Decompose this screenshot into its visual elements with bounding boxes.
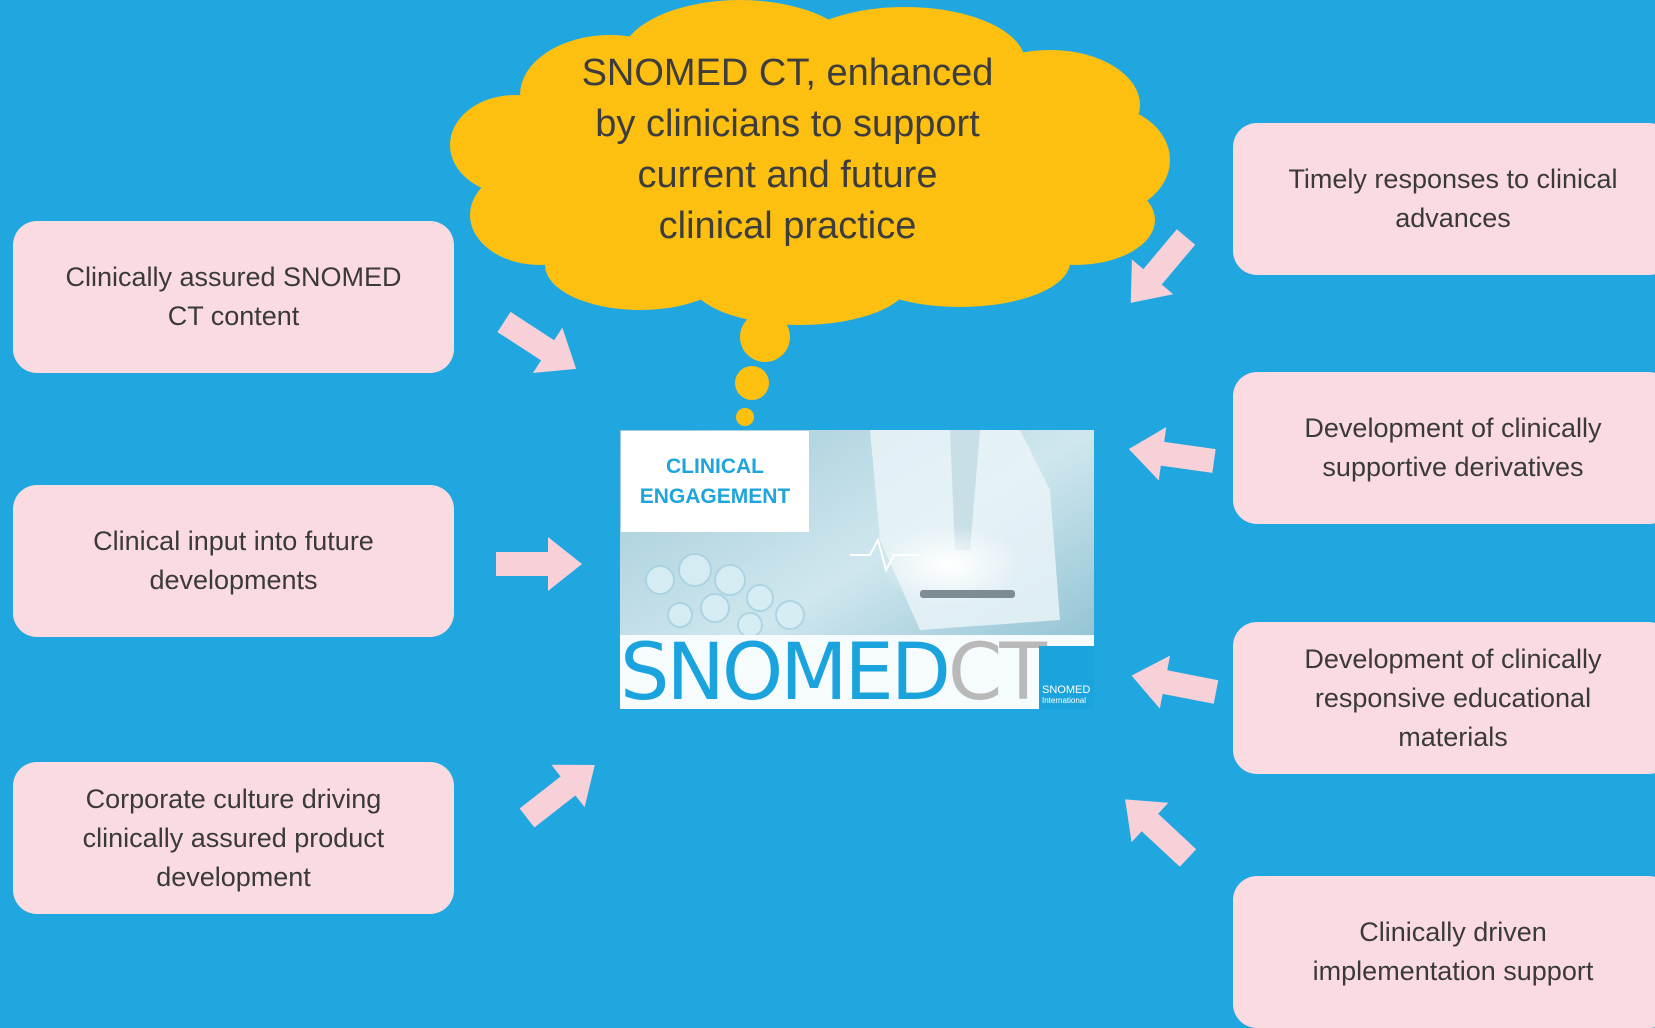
cloud-text-line: current and future (637, 154, 938, 196)
cloud-text-line: SNOMED CT, enhanced (581, 52, 994, 94)
badge-line: CLINICAL (666, 454, 764, 478)
box-text-line: supportive derivatives (1322, 452, 1584, 482)
box-text-line: Timely responses to clinical (1288, 164, 1618, 194)
box-text-line: Clinically driven (1359, 917, 1547, 947)
thought-bubble-large (740, 312, 790, 362)
box-supportive-derivatives: Development of clinically supportive der… (1233, 372, 1655, 524)
box-text-line: Development of clinically (1304, 643, 1602, 674)
box-text-line: CT content (167, 301, 300, 331)
wordmark-snomed: SNOMED (620, 628, 951, 718)
snomed-ct-wordmark: SNOMEDCT (620, 634, 1047, 712)
box-implementation-support: Clinically driven implementation support (1233, 876, 1655, 1028)
box-text-line: advances (1395, 203, 1511, 233)
cloud-text: SNOMED CT, enhanced by clinicians to sup… (530, 48, 1045, 252)
clinical-engagement-badge: CLINICAL ENGAGEMENT (621, 431, 809, 532)
wordmark-ct: CT (947, 628, 1047, 718)
box-text-line: Corporate culture driving (85, 783, 382, 814)
clinical-engagement-image (620, 430, 1094, 709)
logo-line: SNOMED (1042, 684, 1091, 696)
box-educational-materials: Development of clinically responsive edu… (1233, 622, 1655, 774)
box-text-line: developments (149, 565, 318, 595)
box-text-line: responsive educational (1314, 682, 1592, 713)
box-text-line: Clinically assured SNOMED (65, 262, 402, 292)
snomed-international-logo: SNOMED International (1039, 646, 1094, 709)
thought-bubble-small (736, 408, 754, 426)
cloud-text-line: by clinicians to support (595, 103, 980, 145)
badge-line: ENGAGEMENT (639, 484, 791, 508)
thought-bubble-medium (735, 366, 769, 400)
logo-line: International (1042, 696, 1087, 705)
box-text-line: development (156, 861, 311, 892)
box-text-line: implementation support (1312, 956, 1594, 986)
box-timely-responses: Timely responses to clinical advances (1233, 123, 1655, 275)
cloud-text-line: clinical practice (658, 205, 917, 247)
box-clinical-input: Clinical input into future developments (13, 485, 454, 637)
box-text-line: materials (1398, 721, 1508, 752)
box-text-line: Development of clinically (1304, 413, 1602, 443)
box-clinically-assured-content: Clinically assured SNOMED CT content (13, 221, 454, 373)
box-corporate-culture: Corporate culture driving clinically ass… (13, 762, 454, 914)
box-text-line: Clinical input into future (93, 526, 374, 556)
box-text-line: clinically assured product (82, 822, 385, 853)
